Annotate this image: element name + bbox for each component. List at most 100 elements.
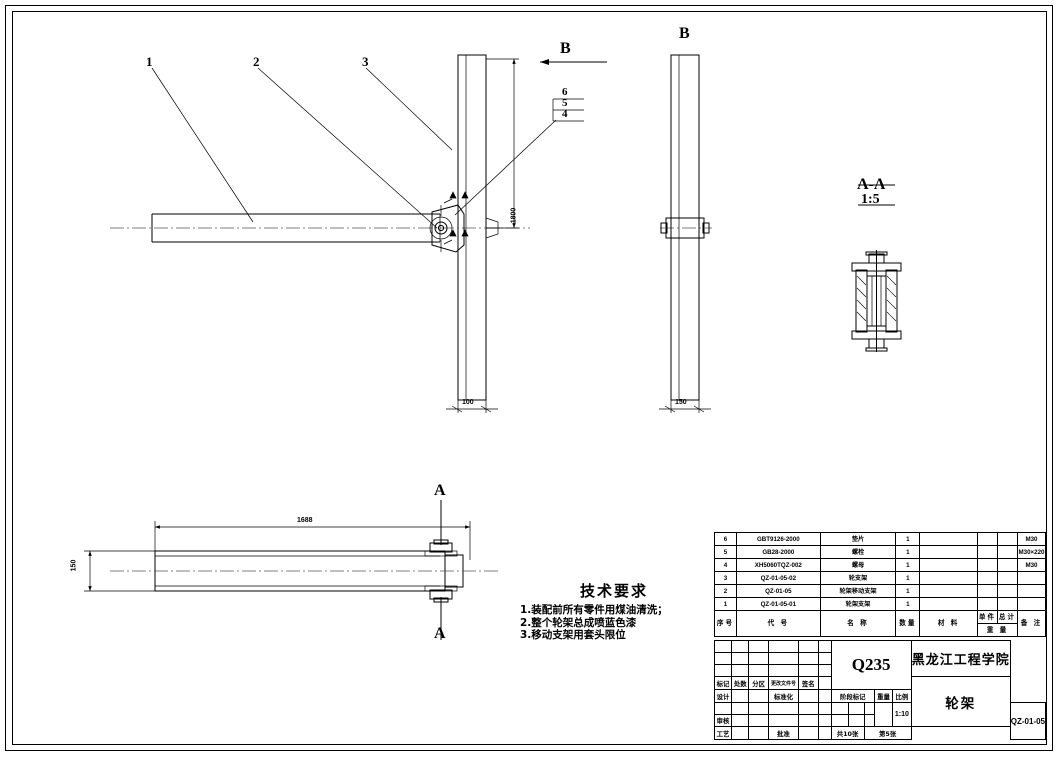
institute-name: 黑龙江工程学院 xyxy=(910,640,1011,677)
table-row: 2 QZ-01-05 轮架移动支架 1 xyxy=(714,584,1047,598)
bom-no: 6 xyxy=(714,532,737,546)
dim-text-1688: 1688 xyxy=(297,517,313,524)
table-row: 5 GB28-2000 螺栓 1 M30×220 xyxy=(714,545,1047,559)
section-scale-aa: 1:5 xyxy=(861,192,880,207)
bom-code: QZ-01-05-01 xyxy=(735,597,821,611)
bom-material xyxy=(919,545,978,559)
bom-name: 螺母 xyxy=(819,558,897,572)
rev-header-zone: 分区 xyxy=(748,676,769,690)
view-label-b-side: B xyxy=(679,25,690,42)
front-view-post xyxy=(457,54,487,401)
bom-header-weight-group: 重 量 xyxy=(977,623,1018,637)
title-row-1: Q235 黑龙江工程学院 xyxy=(713,640,1046,690)
bom-code: GB28-2000 xyxy=(735,545,821,559)
bom-header-total-weight: 总计 xyxy=(996,610,1018,624)
technical-requirements: 技术要求 1.装配前所有零件用煤油清洗； 2.整个轮架总成喷蓝色漆 3.移动支架… xyxy=(520,580,700,642)
title-row-3 xyxy=(713,664,1046,677)
bom-remark: M30 xyxy=(1016,558,1047,572)
bom-code: QZ-01-05-02 xyxy=(735,571,821,585)
sheet-index: 第5张 xyxy=(863,726,912,740)
bom-total-weight xyxy=(996,571,1018,585)
section-mark-a-bottom: A xyxy=(434,625,446,642)
front-view-pivot xyxy=(429,204,500,253)
bom-header-name: 名 称 xyxy=(819,610,897,637)
bom-no: 3 xyxy=(714,571,737,585)
bom-unit-weight xyxy=(977,558,998,572)
rev-header-mark: 标记 xyxy=(713,676,733,690)
bom-material xyxy=(919,532,978,546)
bom-unit-weight xyxy=(977,545,998,559)
bom-name: 垫片 xyxy=(819,532,897,546)
bom-remark xyxy=(1016,571,1047,585)
dim-text-100: 100 xyxy=(462,399,474,406)
bom-header-no: 序号 xyxy=(714,610,737,637)
bom-code: XH5060TQZ-002 xyxy=(735,558,821,572)
bom-header-code: 代 号 xyxy=(735,610,821,637)
bom-no: 2 xyxy=(714,584,737,598)
bom-name: 轮支架 xyxy=(819,571,897,585)
bom-code: GBT9126-2000 xyxy=(735,532,821,546)
bom-qty: 1 xyxy=(895,571,921,585)
side-view-post xyxy=(670,54,700,401)
table-row: 3 QZ-01-05-02 轮支架 1 xyxy=(714,571,1047,585)
bom-qty: 1 xyxy=(895,545,921,559)
bom-qty: 1 xyxy=(895,558,921,572)
bom-material xyxy=(919,571,978,585)
title-block: Q235 黑龙江工程学院 标记 处数 分区 更改文件号 签名 轮架 xyxy=(713,640,1047,740)
tech-requirements-line-3: 3.移动支架用套头限位 xyxy=(520,629,626,641)
stack-callout-lines xyxy=(552,98,584,122)
stack-callout-6: 6 xyxy=(562,86,568,98)
bom-qty: 1 xyxy=(895,584,921,598)
part-name: 轮架 xyxy=(910,676,1011,727)
sheet-total: 共10张 xyxy=(830,726,865,740)
dim-100 xyxy=(446,400,498,413)
leader-lines xyxy=(151,67,557,229)
side-view-hinge xyxy=(660,217,712,239)
balloon-2: 2 xyxy=(253,54,260,69)
title-row-process: 工艺 批准 共10张 第5张 xyxy=(713,726,1046,740)
drawing-number: QZ-01-05 xyxy=(1009,702,1047,740)
stack-callout-4: 4 xyxy=(562,108,568,120)
bom-name: 轮架支架 xyxy=(819,597,897,611)
dim-text-1800: 1800 xyxy=(510,207,518,224)
table-row: 1 QZ-01-05-01 轮架支架 1 xyxy=(714,597,1047,611)
material-value: Q235 xyxy=(830,640,912,690)
stage-mark-label: 阶段标记 xyxy=(830,689,876,703)
tech-requirements-line-1: 1.装配前所有零件用煤油清洗； xyxy=(520,604,668,616)
bom-no: 5 xyxy=(714,545,737,559)
rev-header-docno: 更改文件号 xyxy=(767,676,800,690)
bom-unit-weight xyxy=(977,584,998,598)
bom-total-weight xyxy=(996,532,1018,546)
bottom-view-arm xyxy=(110,539,500,603)
section-label-aa: A-A xyxy=(857,176,886,193)
role-design: 设计 xyxy=(713,689,733,703)
bom-no: 1 xyxy=(714,597,737,611)
weld-symbols xyxy=(443,191,469,245)
dim-150-side xyxy=(659,400,711,413)
bom-remark: M30 xyxy=(1016,532,1047,546)
bom-name: 轮架移动支架 xyxy=(819,584,897,598)
bom-remark: M30×220 xyxy=(1016,545,1047,559)
dim-1800 xyxy=(486,58,519,229)
bom-unit-weight xyxy=(977,597,998,611)
bom-name: 螺栓 xyxy=(819,545,897,559)
bom-header-material: 材 料 xyxy=(919,610,978,637)
dim-text-150-bottom: 150 xyxy=(70,559,78,572)
bom-header-row-2: 重 量 xyxy=(715,623,1046,637)
table-row: 4 XH5060TQZ-002 螺母 1 M30 xyxy=(714,558,1047,572)
bom-qty: 1 xyxy=(895,532,921,546)
bom-unit-weight xyxy=(977,532,998,546)
bom-code: QZ-01-05 xyxy=(735,584,821,598)
rev-header-sign: 签名 xyxy=(798,676,819,690)
weight-label: 重量 xyxy=(874,689,894,703)
bom-header-unit-weight: 单件 xyxy=(977,610,998,624)
bill-of-materials: 6 GBT9126-2000 垫片 1 M30 5 GB28-2000 螺栓 1… xyxy=(714,532,1047,637)
section-mark-a-top: A xyxy=(434,482,446,499)
bom-total-weight xyxy=(996,584,1018,598)
dim-150-bottom xyxy=(84,550,155,592)
bom-header-remark: 备 注 xyxy=(1016,610,1047,637)
scale-label: 比例 xyxy=(892,689,912,703)
sheet-border-inner xyxy=(12,11,1047,745)
dim-1688 xyxy=(154,521,471,560)
